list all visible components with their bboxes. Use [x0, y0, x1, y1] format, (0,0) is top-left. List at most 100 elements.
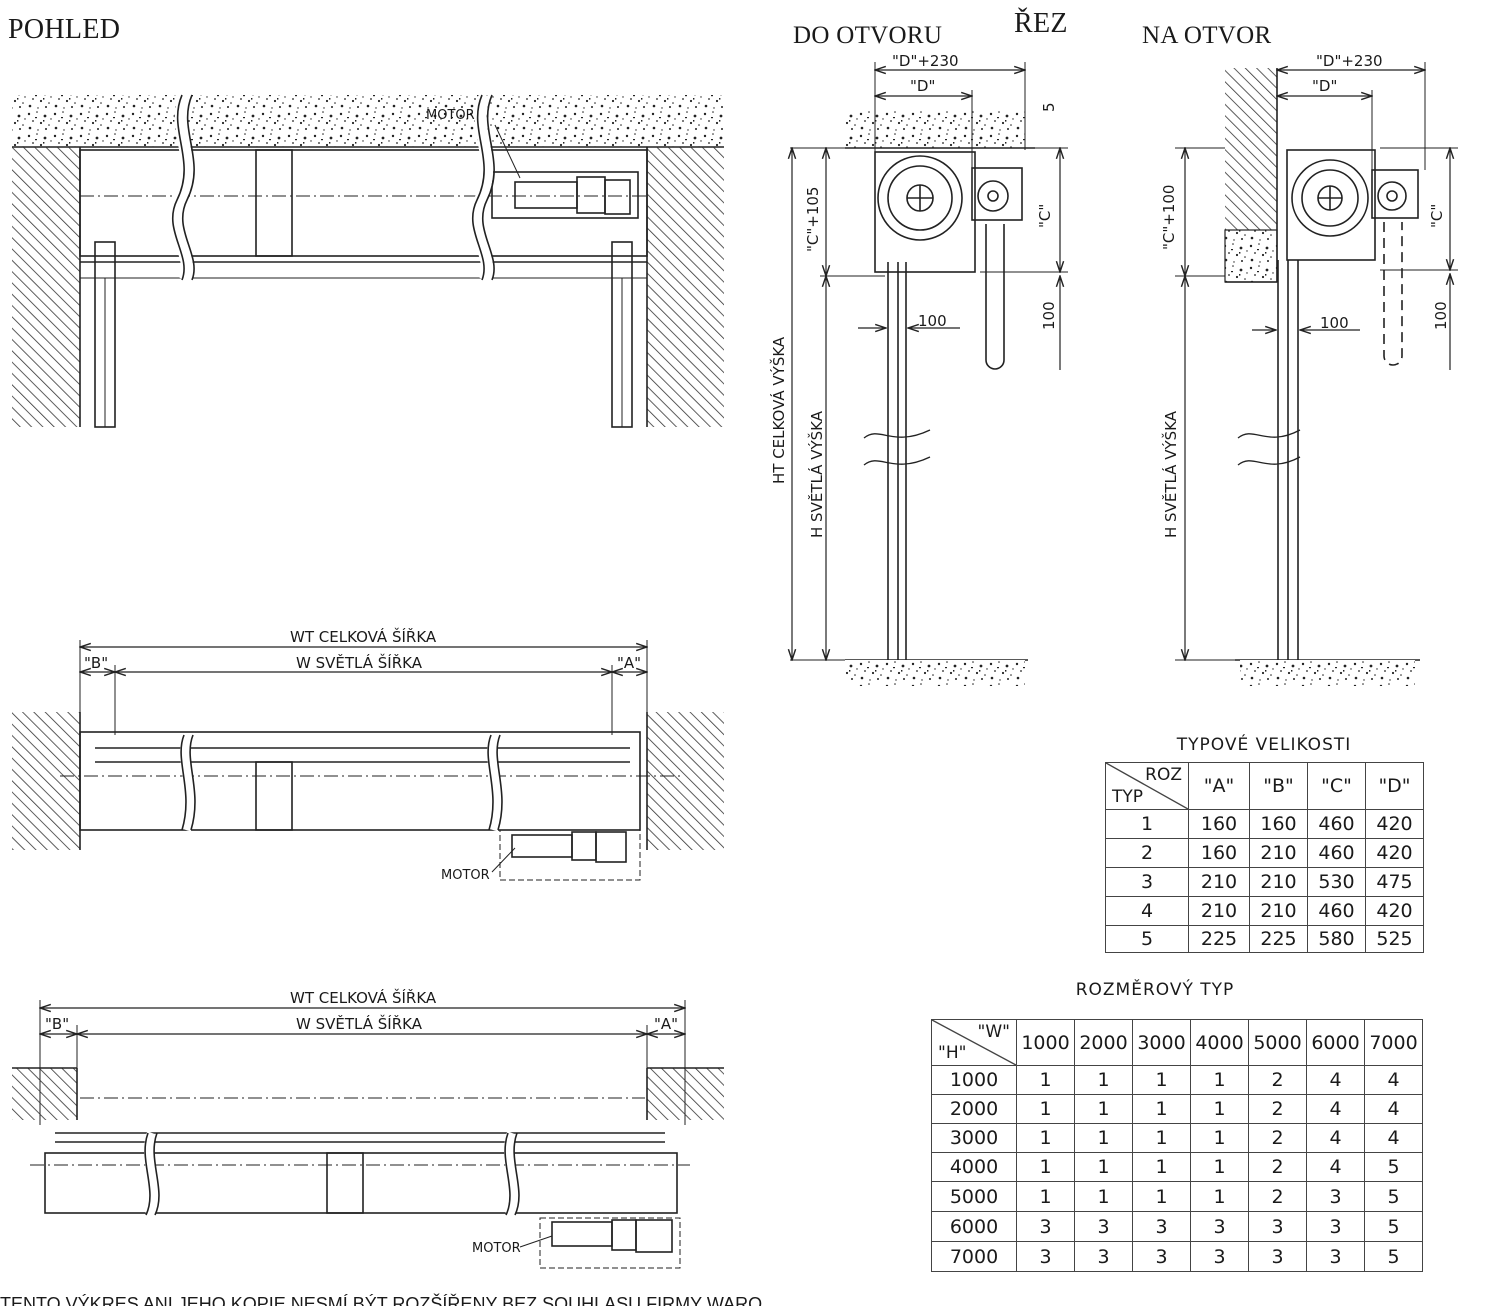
types-typ-cell: 4	[1105, 896, 1189, 926]
sizes-h-cell: 6000	[931, 1211, 1017, 1242]
sizes-value-cell: 3	[1074, 1241, 1133, 1272]
sizes-value-cell: 1	[1016, 1094, 1075, 1124]
sizes-value-cell: 5	[1364, 1241, 1423, 1272]
front-view	[12, 92, 724, 428]
types-value-cell: 210	[1249, 896, 1308, 926]
footer-note: TENTO VÝKRES ANI JEHO KOPIE NESMÍ BÝT RO…	[0, 1294, 763, 1306]
c100-label: "C"+100	[1160, 184, 1178, 250]
sizes-value-cell: 4	[1364, 1094, 1423, 1124]
sizes-h-cell: 3000	[931, 1123, 1017, 1153]
sizes-h-cell: 5000	[931, 1181, 1017, 1212]
types-header-cell: "C"	[1307, 762, 1366, 810]
sizes-value-cell: 3	[1306, 1241, 1365, 1272]
wt-label: WT CELKOVÁ ŠÍŘKA	[290, 989, 437, 1007]
motor-label: MOTOR	[472, 1241, 521, 1256]
table-row: 1 160 160 460 420	[1105, 809, 1424, 839]
types-typ-cell: 2	[1105, 838, 1189, 868]
sizes-h-cell: 1000	[931, 1065, 1017, 1095]
types-value-cell: 420	[1365, 896, 1424, 926]
into-opening-title: DO OTVORU	[793, 22, 943, 49]
sizes-value-cell: 1	[1190, 1181, 1249, 1212]
sizes-value-cell: 3	[1306, 1181, 1365, 1212]
sizes-value-cell: 1	[1074, 1094, 1133, 1124]
sizes-value-cell: 3	[1248, 1241, 1307, 1272]
types-table-corner: ROZ TYP	[1105, 762, 1189, 810]
sizes-value-cell: 1	[1190, 1094, 1249, 1124]
sizes-value-cell: 1	[1074, 1152, 1133, 1182]
sizes-value-cell: 1	[1016, 1181, 1075, 1212]
sizes-value-cell: 1	[1016, 1152, 1075, 1182]
sizes-value-cell: 2	[1248, 1123, 1307, 1153]
types-value-cell: 210	[1249, 867, 1308, 897]
types-corner-top: ROZ	[1145, 765, 1182, 785]
types-value-cell: 210	[1249, 838, 1308, 868]
wt-label: WT CELKOVÁ ŠÍŘKA	[290, 628, 437, 646]
sizes-value-cell: 1	[1074, 1065, 1133, 1095]
types-value-cell: 420	[1365, 838, 1424, 868]
view-title: POHLED	[8, 14, 121, 45]
table-row: 4000 1 1 1 1 2 4 5	[931, 1152, 1423, 1182]
w-label: W SVĚTLÁ ŠÍŘKA	[296, 1015, 422, 1033]
sizes-table: "W" "H" 1000 2000 3000 4000 5000 6000 70…	[931, 1019, 1423, 1272]
table-row: 1000 1 1 1 1 2 4 4	[931, 1065, 1423, 1095]
types-value-cell: 225	[1188, 925, 1250, 953]
types-typ-cell: 3	[1105, 867, 1189, 897]
h-label: H SVĚTLÁ VÝŠKA	[808, 411, 826, 538]
sizes-header-cell: 4000	[1190, 1019, 1249, 1066]
table-row: 5000 1 1 1 1 2 3 5	[931, 1181, 1423, 1212]
sizes-value-cell: 4	[1364, 1123, 1423, 1153]
dim-100-label: 100	[1432, 301, 1450, 330]
sizes-header-cell: 5000	[1248, 1019, 1307, 1066]
sizes-header-cell: 1000	[1016, 1019, 1075, 1066]
sizes-value-cell: 4	[1306, 1094, 1365, 1124]
sizes-table-corner: "W" "H"	[931, 1019, 1017, 1066]
types-value-cell: 580	[1307, 925, 1366, 953]
table-row: 3000 1 1 1 1 2 4 4	[931, 1123, 1423, 1153]
h-label: H SVĚTLÁ VÝŠKA	[1162, 411, 1180, 538]
sizes-value-cell: 2	[1248, 1065, 1307, 1095]
types-header-cell: "D"	[1365, 762, 1424, 810]
table-row: 7000 3 3 3 3 3 3 5	[931, 1241, 1423, 1272]
sizes-table-caption: ROZMĚROVÝ TYP	[1075, 980, 1235, 1000]
sizes-value-cell: 2	[1248, 1152, 1307, 1182]
sizes-value-cell: 3	[1132, 1211, 1191, 1242]
table-row: 2000 1 1 1 1 2 4 4	[931, 1094, 1423, 1124]
sizes-value-cell: 3	[1074, 1211, 1133, 1242]
types-value-cell: 160	[1249, 809, 1308, 839]
sizes-header-cell: 2000	[1074, 1019, 1133, 1066]
d-label: "D"	[1312, 77, 1338, 95]
types-value-cell: 460	[1307, 809, 1366, 839]
sizes-value-cell: 1	[1016, 1065, 1075, 1095]
types-value-cell: 525	[1365, 925, 1424, 953]
types-header-cell: "A"	[1188, 762, 1250, 810]
types-table-caption: TYPOVÉ VELIKOSTI	[1176, 735, 1352, 755]
d230-label: "D"+230	[892, 52, 959, 70]
table-row: 3 210 210 530 475	[1105, 867, 1424, 897]
types-value-cell: 530	[1307, 867, 1366, 897]
sizes-value-cell: 1	[1132, 1065, 1191, 1095]
sizes-value-cell: 2	[1248, 1094, 1307, 1124]
table-row: 4 210 210 460 420	[1105, 896, 1424, 926]
sizes-value-cell: 1	[1190, 1123, 1249, 1153]
dim-100-label: 100	[1040, 301, 1058, 330]
sizes-h-cell: 2000	[931, 1094, 1017, 1124]
d230-label: "D"+230	[1316, 52, 1383, 70]
section-into-opening	[790, 62, 1068, 686]
onto-opening-title: NA OTVOR	[1142, 22, 1272, 49]
sizes-value-cell: 3	[1306, 1211, 1365, 1242]
sizes-value-cell: 1	[1074, 1181, 1133, 1212]
sizes-value-cell: 3	[1190, 1241, 1249, 1272]
c-label: "C"	[1036, 203, 1054, 228]
types-value-cell: 460	[1307, 896, 1366, 926]
types-typ-cell: 5	[1105, 925, 1189, 953]
sizes-value-cell: 1	[1074, 1123, 1133, 1153]
sizes-header-cell: 7000	[1364, 1019, 1423, 1066]
a-label: "A"	[617, 654, 642, 672]
sizes-value-cell: 4	[1306, 1065, 1365, 1095]
motor-label: MOTOR	[426, 108, 475, 123]
types-header-cell: "B"	[1249, 762, 1308, 810]
sizes-value-cell: 5	[1364, 1181, 1423, 1212]
section-title: ŘEZ	[1014, 8, 1068, 39]
types-value-cell: 160	[1188, 809, 1250, 839]
sizes-value-cell: 5	[1364, 1211, 1423, 1242]
